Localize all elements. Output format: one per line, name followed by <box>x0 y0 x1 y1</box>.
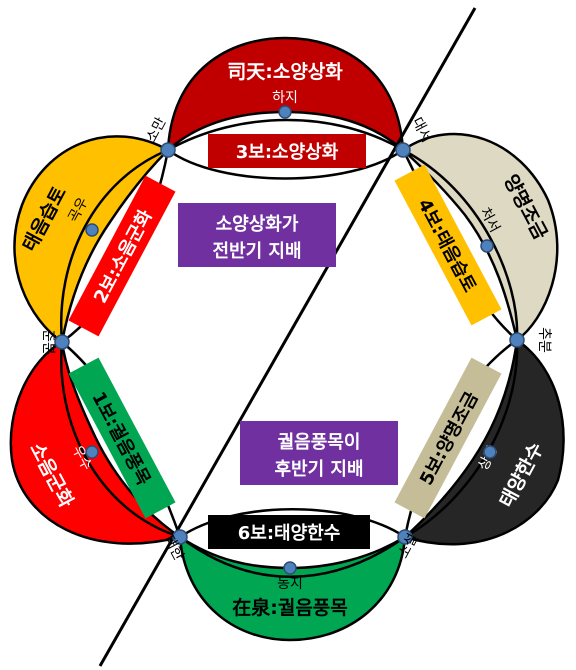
note-second-half-line1: 궐음풍목이 <box>278 432 361 453</box>
inner-box-3-text: 3보:소양상화 <box>236 142 339 163</box>
node-right <box>509 332 525 348</box>
node-left <box>54 334 70 350</box>
segment-lower-right <box>402 337 565 546</box>
node-top-left <box>160 142 176 158</box>
node-label-top-left: 소만 <box>143 115 169 145</box>
node-sub-top <box>278 105 292 119</box>
segment-upper-left <box>13 135 171 345</box>
node-sub-bottom <box>283 561 297 575</box>
inner-box-3: 3보:소양상화 <box>208 134 366 168</box>
note-first-half: 소양상화가 전반기 지배 <box>178 203 336 267</box>
node-sub-upper-left <box>85 223 99 237</box>
segment-lower-left <box>9 340 184 545</box>
node-top-right <box>395 142 411 158</box>
node-label-right: 추분 <box>536 327 552 353</box>
segment-bottom-title: 在泉:궐음풍목 <box>232 596 348 619</box>
node-sub-lower-left <box>85 445 99 459</box>
segment-top <box>166 36 405 153</box>
node-sub-lower-right <box>483 445 497 459</box>
segment-top-title: 司天:소양상화 <box>227 61 343 83</box>
segment-upper-right <box>400 132 559 343</box>
segment-bottom <box>178 534 407 642</box>
note-first-half-line2: 전반기 지배 <box>212 241 301 262</box>
node-label-left: 춘분 <box>40 329 56 355</box>
note-second-half-line2: 후반기 지배 <box>274 459 363 480</box>
nodes <box>54 105 525 575</box>
diagonal-divider-line <box>98 7 477 667</box>
note-second-half: 궐음풍목이 후반기 지배 <box>240 421 398 485</box>
segment-top-sub: 하지 <box>272 90 298 106</box>
note-first-half-line1: 소양상화가 <box>216 214 299 235</box>
inner-box-6-text: 6보:태양한수 <box>238 523 341 544</box>
node-bottom-right <box>397 529 413 545</box>
inner-box-6: 6보:태양한수 <box>208 515 370 549</box>
segment-bottom-sub: 동지 <box>277 576 303 592</box>
node-sub-upper-right <box>480 239 494 253</box>
node-bottom-left <box>172 529 188 545</box>
